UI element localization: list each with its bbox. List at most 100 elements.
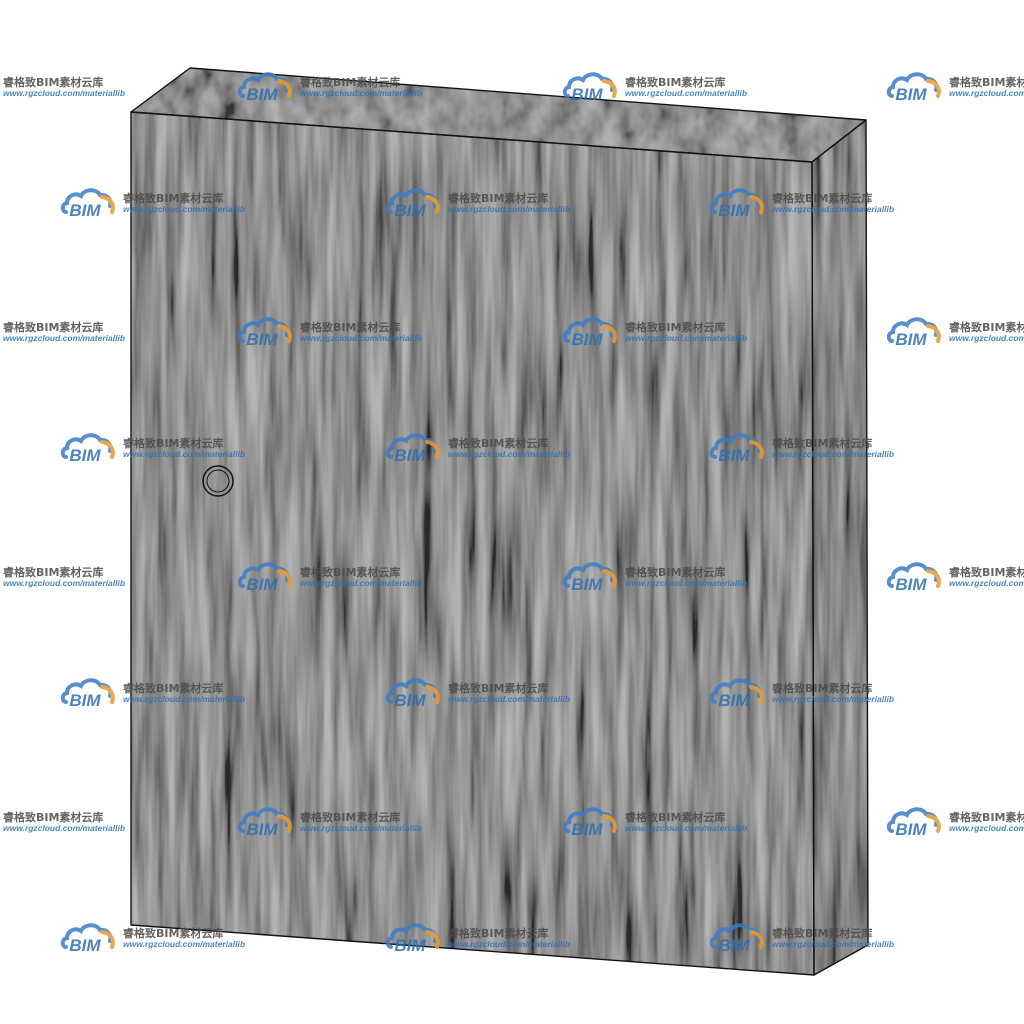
watermark: BIM睿格致BIM素材云库www.rgzcloud.com/materialli… <box>0 805 130 845</box>
watermark-url: www.rgzcloud.com/materiallib <box>3 333 126 343</box>
cabinet-front-door <box>131 112 814 975</box>
watermark-url: www.rgzcloud.com/materiallib <box>448 204 571 214</box>
watermark-brand: BIM <box>394 936 426 955</box>
watermark-name: 睿格致BIM素材云库 <box>949 321 1024 334</box>
watermark-url: www.rgzcloud.com/materiallib <box>625 578 748 588</box>
watermark-name: 睿格致BIM素材云库 <box>448 682 549 695</box>
watermark-url: www.rgzcloud.com/materiallib <box>300 823 423 833</box>
watermark-brand: BIM <box>246 820 278 839</box>
watermark-name: 睿格致BIM素材云库 <box>772 437 873 450</box>
watermark-url: www.rgzcloud.com/materiallib <box>949 578 1024 588</box>
watermark-url: www.rgzcloud.com/materiallib <box>949 333 1024 343</box>
watermark-brand: BIM <box>69 201 101 220</box>
watermark-name: 睿格致BIM素材云库 <box>448 927 549 940</box>
watermark: BIM 睿格致BIM素材云库www.rgzcloud.com/materialli… <box>886 315 1024 355</box>
watermark-name: 睿格致BIM素材云库 <box>949 566 1024 579</box>
watermark-url: www.rgzcloud.com/materiallib <box>300 578 423 588</box>
watermark-brand: BIM <box>394 201 426 220</box>
watermark-url: www.rgzcloud.com/materiallib <box>3 88 126 98</box>
watermark-brand: BIM <box>718 936 750 955</box>
watermark-url: www.rgzcloud.com/materiallib <box>123 204 246 214</box>
watermark-name: 睿格致BIM素材云库 <box>300 566 401 579</box>
watermark-brand: BIM <box>246 330 278 349</box>
watermark-name: 睿格致BIM素材云库 <box>625 321 726 334</box>
watermark-url: www.rgzcloud.com/materiallib <box>772 204 895 214</box>
watermark-url: www.rgzcloud.com/materiallib <box>3 578 126 588</box>
watermark-url: www.rgzcloud.com/materiallib <box>772 694 895 704</box>
watermark-name: 睿格致BIM素材云库 <box>123 437 224 450</box>
cabinet-side-face <box>812 120 868 975</box>
watermark-brand: BIM <box>718 446 750 465</box>
watermark-name: 睿格致BIM素材云库 <box>625 566 726 579</box>
watermark-name: 睿格致BIM素材云库 <box>772 927 873 940</box>
watermark-name: 睿格致BIM素材云库 <box>300 811 401 824</box>
watermark-url: www.rgzcloud.com/materiallib <box>625 333 748 343</box>
watermark-url: www.rgzcloud.com/materiallib <box>625 823 748 833</box>
watermark-url: www.rgzcloud.com/materiallib <box>448 694 571 704</box>
watermark-brand: BIM <box>718 201 750 220</box>
watermark-name: 睿格致BIM素材云库 <box>448 437 549 450</box>
watermark-brand: BIM <box>394 446 426 465</box>
cabinet-edges <box>130 67 869 976</box>
watermark-url: www.rgzcloud.com/materiallib <box>448 449 571 459</box>
watermark-url: www.rgzcloud.com/materiallib <box>448 939 571 949</box>
watermark-brand: BIM <box>246 85 278 104</box>
watermark-brand: BIM <box>571 575 603 594</box>
watermark: BIM睿格致BIM素材云库www.rgzcloud.com/materialli… <box>0 315 130 355</box>
watermark-url: www.rgzcloud.com/materiallib <box>772 449 895 459</box>
watermark-url: www.rgzcloud.com/materiallib <box>123 694 246 704</box>
watermark-brand: BIM <box>895 575 927 594</box>
watermark: BIM睿格致BIM素材云库www.rgzcloud.com/materialli… <box>0 560 130 600</box>
watermark-url: www.rgzcloud.com/materiallib <box>300 333 423 343</box>
watermark-brand: BIM <box>69 446 101 465</box>
watermark-name: 睿格致BIM素材云库 <box>123 192 224 205</box>
door-lock-icon <box>202 465 234 497</box>
watermark-brand: BIM <box>718 691 750 710</box>
watermark-url: www.rgzcloud.com/materiallib <box>772 939 895 949</box>
watermark-url: www.rgzcloud.com/materiallib <box>949 88 1024 98</box>
watermark-name: 睿格致BIM素材云库 <box>3 811 104 824</box>
watermark-name: 睿格致BIM素材云库 <box>625 76 726 89</box>
watermark-name: 睿格致BIM素材云库 <box>3 566 104 579</box>
watermark-name: 睿格致BIM素材云库 <box>772 192 873 205</box>
watermark-url: www.rgzcloud.com/materiallib <box>300 88 423 98</box>
watermark-url: www.rgzcloud.com/materiallib <box>625 88 748 98</box>
watermark-name: 睿格致BIM素材云库 <box>3 76 104 89</box>
watermark-url: www.rgzcloud.com/materiallib <box>123 939 246 949</box>
watermark-name: 睿格致BIM素材云库 <box>448 192 549 205</box>
watermark-name: 睿格致BIM素材云库 <box>123 682 224 695</box>
watermark-brand: BIM <box>571 820 603 839</box>
watermark-brand: BIM <box>895 330 927 349</box>
watermark-brand: BIM <box>571 85 603 104</box>
watermark-url: www.rgzcloud.com/materiallib <box>123 449 246 459</box>
watermark-brand: BIM <box>246 575 278 594</box>
watermark: BIM睿格致BIM素材云库www.rgzcloud.com/materialli… <box>0 70 130 110</box>
watermark-brand: BIM <box>394 691 426 710</box>
watermark: BIM睿格致BIM素材云库www.rgzcloud.com/materialli… <box>886 70 1024 110</box>
watermark-brand: BIM <box>895 820 927 839</box>
watermark-brand: BIM <box>571 330 603 349</box>
watermark-name: 睿格致BIM素材云库 <box>123 927 224 940</box>
watermark-brand: BIM <box>69 691 101 710</box>
watermark-name: 睿格致BIM素材云库 <box>772 682 873 695</box>
watermark-name: 睿格致BIM素材云库 <box>949 811 1024 824</box>
